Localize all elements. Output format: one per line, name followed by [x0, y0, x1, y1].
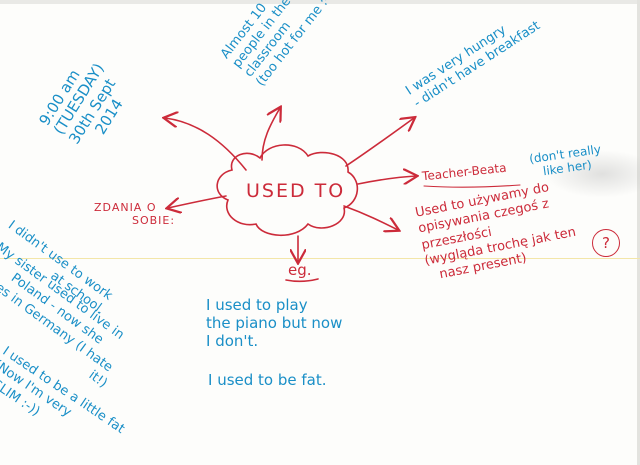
- note-example-2: I used to be fat.: [208, 371, 327, 389]
- question-mark-circle: ?: [592, 229, 620, 257]
- note-example-1: I used to play the piano but now I don't…: [206, 296, 343, 350]
- arrow-classroom: [261, 108, 280, 161]
- arrow-date: [165, 118, 247, 171]
- note-eg: eg.: [288, 261, 312, 279]
- paper-edge-top: [0, 0, 640, 4]
- scan-smudge: [545, 150, 640, 198]
- teacher-underline: [423, 184, 521, 188]
- eg-underline: [285, 278, 319, 283]
- arrow-teacher: [357, 176, 416, 185]
- page-fold-line: [0, 258, 640, 259]
- arrow-breakfast: [345, 118, 414, 167]
- paper-edge-right: [637, 0, 640, 465]
- arrow-description: [343, 205, 398, 230]
- center-cloud: [216, 144, 359, 236]
- note-zdania: ZDANIA O SOBIE:: [94, 201, 176, 227]
- arrow-zdania: [168, 195, 227, 208]
- center-label: USED TO: [246, 180, 346, 202]
